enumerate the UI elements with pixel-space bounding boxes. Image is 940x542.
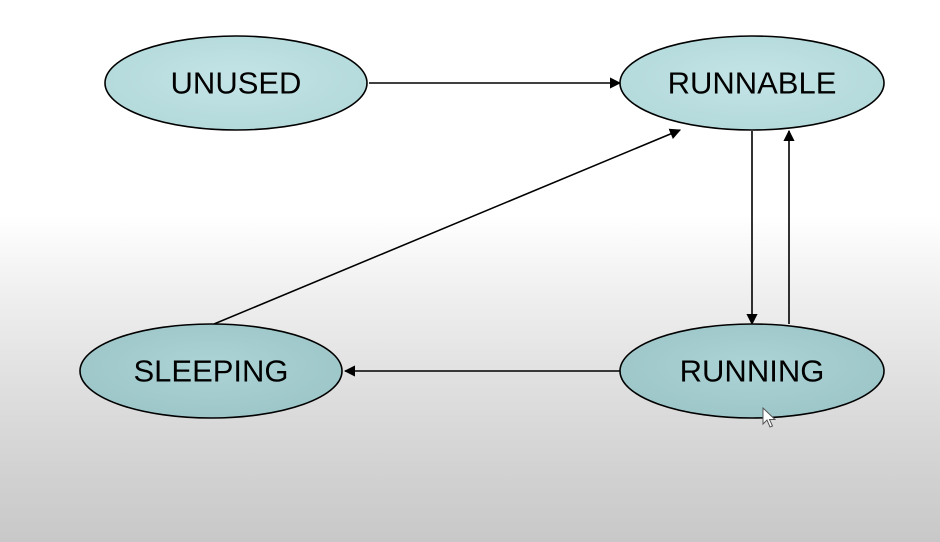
state-sleeping-ellipse [79,323,343,419]
state-running: RUNNING [619,323,885,419]
state-runnable-ellipse [619,35,885,131]
arrow-pointer-icon [762,407,776,428]
state-runnable-label: RUNNABLE [668,66,837,101]
transition-sleeping-to-runnable [213,128,682,325]
state-sleeping: SLEEPING [79,323,343,419]
state-runnable: RUNNABLE [619,35,885,131]
state-unused-ellipse [104,35,368,131]
state-running-label: RUNNING [680,354,825,389]
state-unused: UNUSED [104,35,368,131]
state-unused-label: UNUSED [171,66,302,101]
state-running-ellipse [619,323,885,419]
state-sleeping-label: SLEEPING [133,354,288,389]
